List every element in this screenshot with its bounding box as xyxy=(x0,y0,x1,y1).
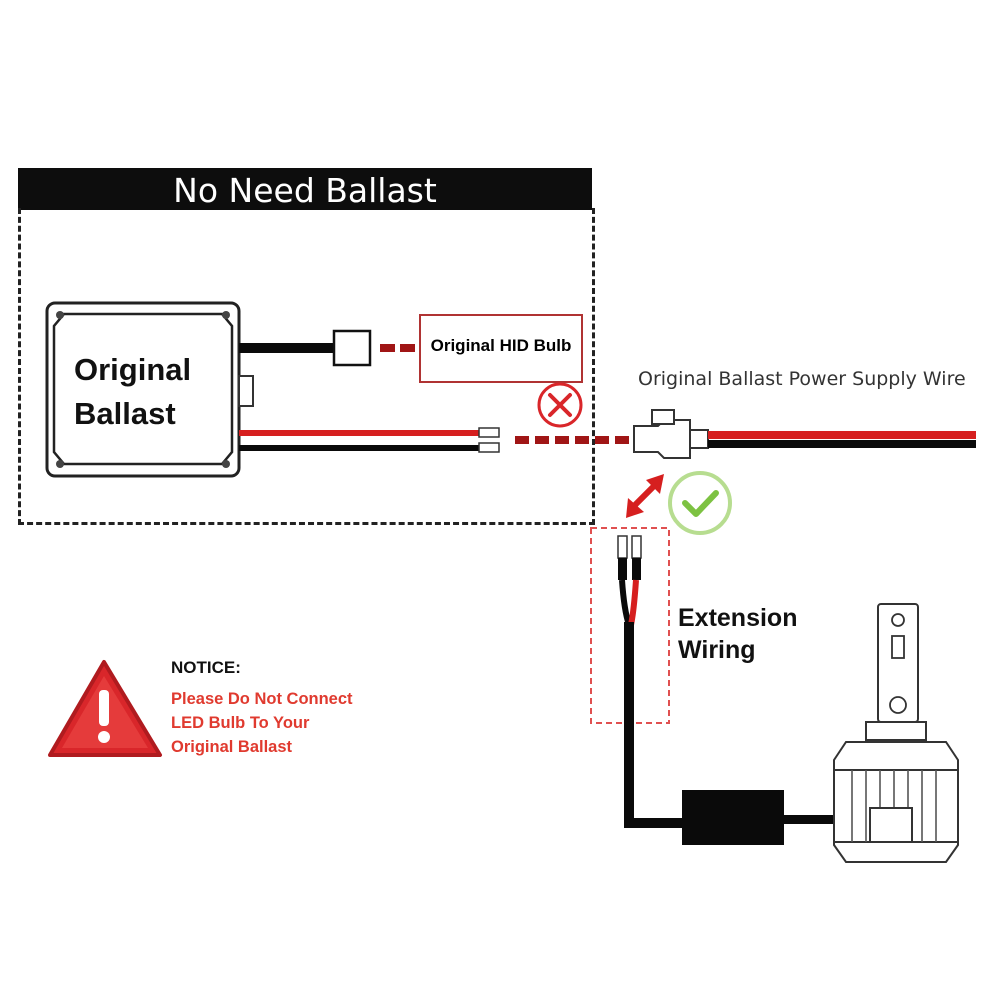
hid-bulb-box xyxy=(419,314,583,383)
power-wire-label: Original Ballast Power Supply Wire xyxy=(638,368,966,390)
no-need-ballast-header: No Need Ballast xyxy=(18,168,592,210)
led-bulb xyxy=(833,603,959,863)
extension-wiring-label: Extension Wiring xyxy=(678,602,838,666)
notice-line-3: Original Ballast xyxy=(171,738,293,756)
ballast-power-wires xyxy=(239,427,500,453)
hid-output-wire xyxy=(239,329,415,367)
warning-icon xyxy=(48,660,162,757)
hid-bulb-label: Original HID Bulb xyxy=(430,336,572,355)
ballast-label-line2: Ballast xyxy=(74,396,176,431)
notice-title: NOTICE: xyxy=(171,658,241,677)
notice-line-2: LED Bulb To Your xyxy=(171,714,310,732)
no-need-ballast-section xyxy=(18,208,595,525)
check-icon xyxy=(668,471,732,535)
header-title: No Need Ballast xyxy=(173,171,437,210)
original-ballast-box xyxy=(45,301,254,478)
extension-wiring xyxy=(617,535,836,845)
notice-line-1: Please Do Not Connect xyxy=(171,690,353,708)
power-supply-connector xyxy=(633,409,976,459)
extension-label-line1: Extension xyxy=(678,604,798,632)
ballast-label: Original Ballast xyxy=(74,348,214,436)
double-arrow-icon xyxy=(626,474,664,518)
ballast-label-line1: Original xyxy=(74,352,192,387)
dashed-connection xyxy=(515,436,629,444)
cross-icon xyxy=(537,382,583,428)
extension-label-line2: Wiring xyxy=(678,636,756,664)
